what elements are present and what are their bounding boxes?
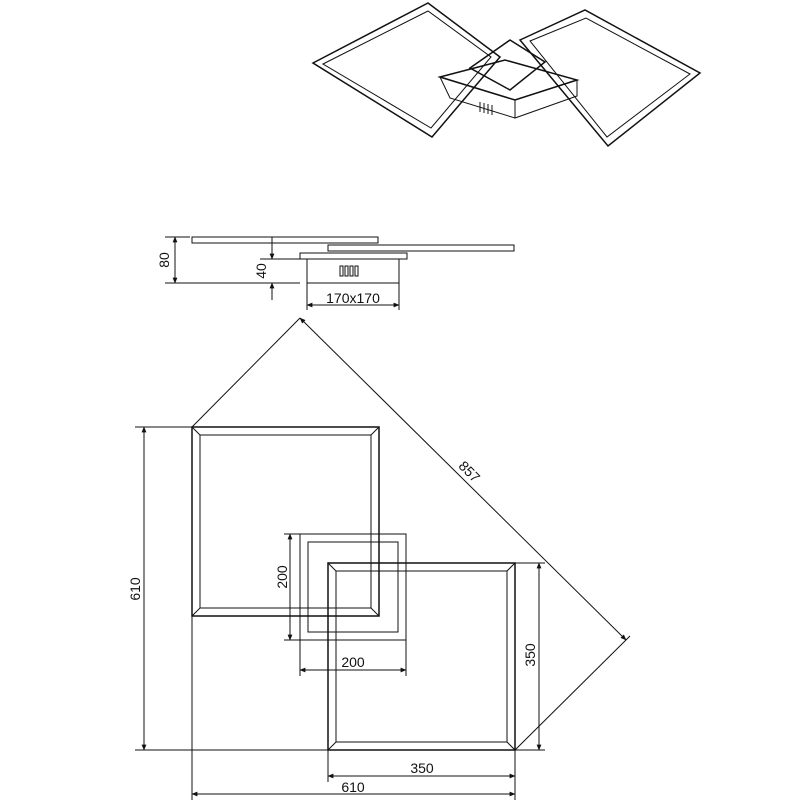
top-view — [135, 317, 631, 800]
overall-width-label: 610 — [341, 779, 365, 795]
base-width-label: 200 — [341, 654, 365, 670]
side-view — [165, 236, 515, 310]
diagonal-label: 857 — [456, 458, 484, 486]
small-square-width-label: 350 — [410, 760, 434, 776]
side-base-height-label: 40 — [253, 263, 269, 279]
small-square-height-label: 350 — [522, 643, 538, 667]
base-size-label: 170x170 — [326, 290, 380, 306]
base-height-label: 200 — [274, 565, 290, 589]
overall-height-label: 610 — [127, 577, 143, 601]
side-height-label: 80 — [156, 252, 172, 268]
perspective-view — [311, 2, 702, 148]
